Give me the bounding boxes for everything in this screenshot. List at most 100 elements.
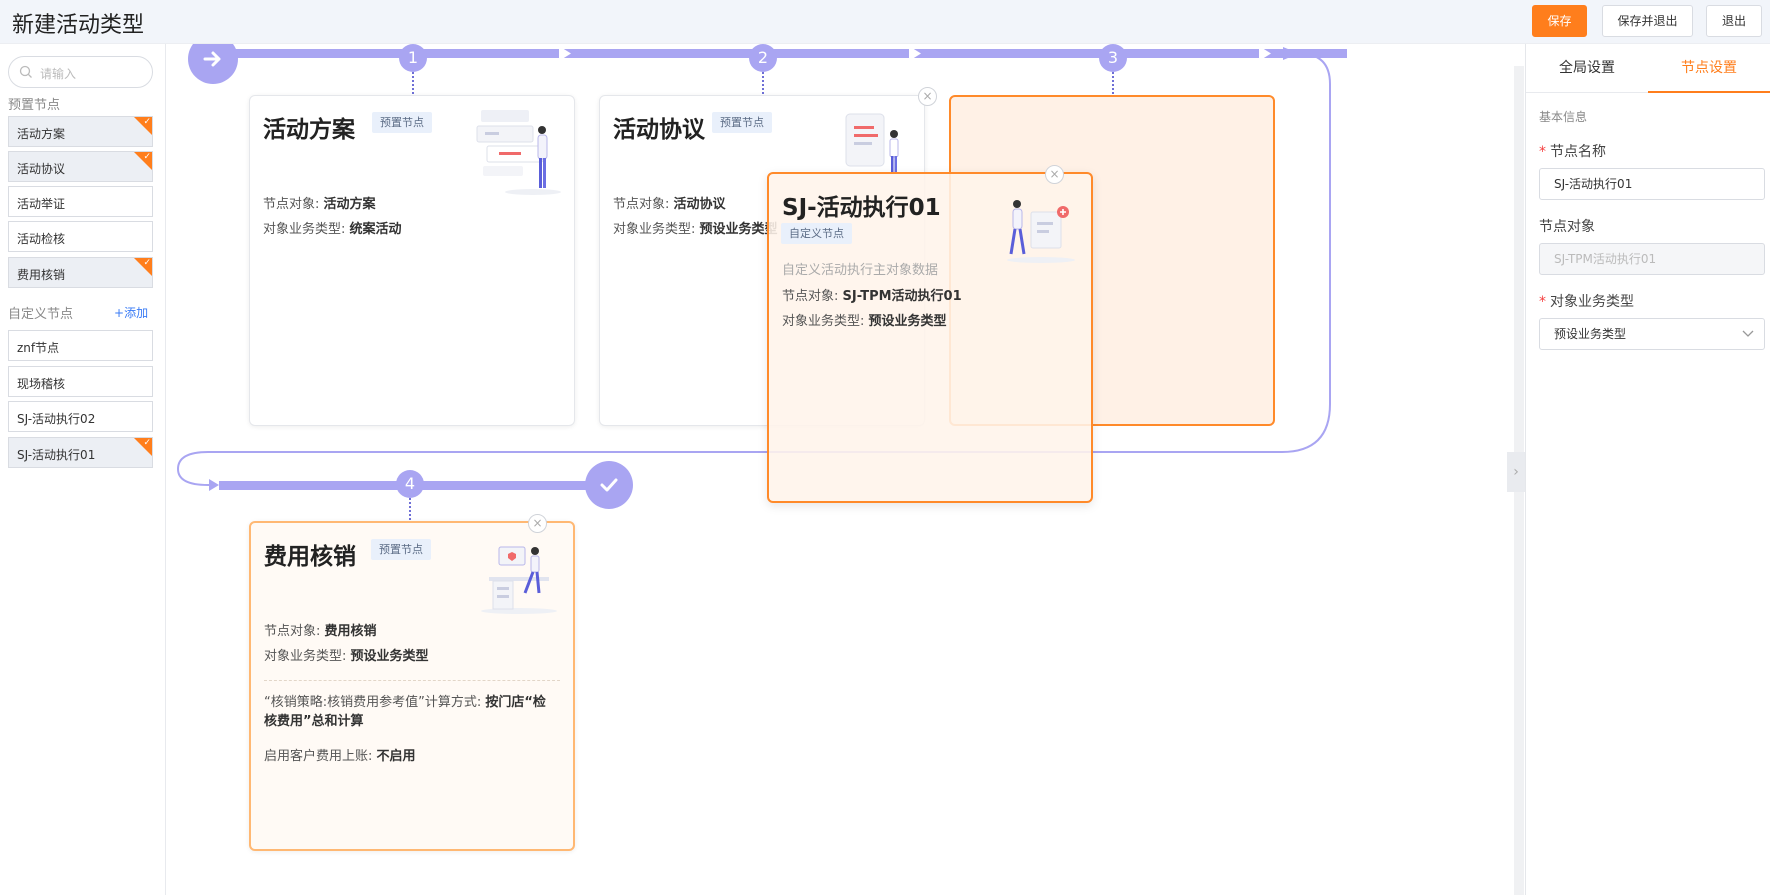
header: 新建活动类型 保存 保存并退出 退出 (0, 0, 1770, 44)
strategy-value-line1: 按门店“检 (485, 695, 546, 710)
card-title: SJ-活动执行01 (782, 195, 941, 221)
step-number: 4 (396, 470, 424, 498)
node-item-label: 活动举证 (17, 197, 66, 211)
business-type-label: 对象业务类型: (782, 314, 865, 329)
flow-node-card[interactable]: 活动方案 预置节点 节点对象: 活动方案 对象业务类型: 统案活动 (249, 95, 575, 426)
business-type-value: 统案活动 (349, 222, 402, 237)
business-type-row: 对象业务类型: 预设业务类型 (264, 645, 429, 664)
node-object-value: 活动方案 (323, 197, 376, 212)
node-item-label: 活动方案 (17, 127, 66, 141)
expense-illustration (481, 546, 557, 614)
preset-node-item[interactable]: 活动协议 ✓ (8, 151, 153, 182)
strategy-label: “核销策略:核销费用参考值”计算方式: (264, 695, 482, 710)
custom-node-item[interactable]: SJ-活动执行01 ✓ (8, 437, 153, 468)
node-item-label: 活动检核 (17, 232, 66, 246)
save-and-exit-button[interactable]: 保存并退出 (1602, 5, 1693, 37)
search-icon (19, 65, 32, 78)
custom-node-item[interactable]: znf节点 (8, 330, 153, 361)
remove-node-button[interactable]: × (918, 87, 937, 106)
step-number: 1 (399, 44, 427, 72)
add-label: 添加 (124, 306, 149, 320)
node-item-label: 活动协议 (17, 162, 66, 176)
business-type-value: 预设业务类型 (350, 649, 429, 664)
node-item-label: 现场稽核 (17, 377, 66, 391)
end-circle (585, 461, 633, 509)
node-type-tag: 预置节点 (712, 112, 772, 133)
remove-node-button[interactable]: × (1045, 165, 1064, 184)
node-name-input[interactable]: SJ-活动执行01 (1539, 168, 1765, 200)
chevron-right-icon: › (1513, 464, 1519, 480)
node-item-label: znf节点 (17, 341, 60, 355)
node-library-sidebar: 请输入 预置节点 活动方案 ✓ 活动协议 ✓ 活动举证 活动检核 费用核销 ✓ … (0, 44, 166, 895)
custom-node-item[interactable]: 现场稽核 (8, 366, 153, 397)
add-custom-node-button[interactable]: +添加 (114, 304, 148, 321)
node-object-input: SJ-TPM活动执行01 (1539, 243, 1765, 275)
business-type-row: 对象业务类型: 预设业务类型 (782, 310, 947, 329)
business-type-selected: 预设业务类型 (1554, 327, 1627, 341)
node-object-row: 节点对象: 费用核销 (264, 620, 377, 639)
card-title: 活动方案 (263, 117, 355, 143)
save-button[interactable]: 保存 (1532, 5, 1587, 37)
node-object-label: 节点对象: (263, 197, 320, 212)
business-type-value: 预设业务类型 (699, 222, 778, 237)
remove-node-button[interactable]: × (528, 514, 547, 533)
close-icon: × (922, 89, 933, 103)
close-icon: × (1049, 167, 1060, 181)
step-connector (409, 498, 411, 520)
corner-check-icon (134, 438, 152, 456)
exit-button[interactable]: 退出 (1706, 5, 1762, 37)
business-type-row: 对象业务类型: 统案活动 (263, 218, 402, 237)
settings-panel: 全局设置 节点设置 基本信息 *节点名称 SJ-活动执行01 节点对象 SJ-T… (1525, 44, 1770, 895)
preset-node-item[interactable]: 活动方案 ✓ (8, 116, 153, 147)
node-object-field-label: 节点对象 (1539, 219, 1595, 235)
chevron-down-icon (1742, 330, 1754, 337)
business-type-field-label: *对象业务类型 (1539, 294, 1634, 310)
node-object-value: 活动协议 (673, 197, 726, 212)
step-number: 3 (1099, 44, 1127, 72)
execution-illustration (1007, 200, 1075, 263)
planning-illustration (476, 110, 561, 195)
flow-canvas: 1 2 3 4 活动方案 预置节点 节点对象: 活动方案 对象业务类型: 统案活… (167, 44, 1525, 895)
preset-nodes-title: 预置节点 (8, 98, 61, 113)
step-number: 2 (749, 44, 777, 72)
agreement-illustration (845, 113, 899, 174)
node-name-label: *节点名称 (1539, 144, 1606, 160)
node-object-value: 费用核销 (324, 624, 377, 639)
node-description: 自定义活动执行主对象数据 (782, 263, 939, 278)
node-object-row: 节点对象: 活动协议 (613, 193, 726, 212)
arrow-right-icon (203, 51, 221, 67)
node-object-value: SJ-TPM活动执行01 (842, 289, 962, 304)
node-object-row: 节点对象: SJ-TPM活动执行01 (782, 285, 962, 304)
card-title: 活动协议 (613, 117, 705, 143)
card-title: 费用核销 (264, 544, 356, 570)
corner-check-icon (134, 152, 152, 170)
node-object-label: 节点对象: (613, 197, 670, 212)
corner-check-icon (134, 117, 152, 135)
business-type-select[interactable]: 预设业务类型 (1539, 318, 1765, 350)
preset-node-item[interactable]: 活动检核 (8, 221, 153, 252)
strategy-value-line2: 核费用”总和计算 (264, 714, 364, 729)
business-type-label: 对象业务类型: (263, 222, 346, 237)
node-type-tag: 预置节点 (371, 539, 431, 560)
node-object-label: 节点对象: (264, 624, 321, 639)
node-type-tag: 预置节点 (372, 112, 432, 133)
node-object-label: 节点对象: (782, 289, 839, 304)
plus-icon: + (114, 306, 125, 320)
preset-node-item[interactable]: 活动举证 (8, 186, 153, 217)
customer-limit-row: 启用客户费用上账: 不启用 (264, 745, 416, 764)
collapse-panel-button[interactable]: › (1507, 452, 1525, 492)
search-input[interactable]: 请输入 (8, 56, 153, 88)
write-off-strategy-row: “核销策略:核销费用参考值”计算方式: 按门店“检核费用”总和计算 (264, 693, 564, 731)
tab-node-settings[interactable]: 节点设置 (1648, 44, 1770, 93)
node-item-label: SJ-活动执行02 (17, 412, 96, 426)
close-icon: × (532, 516, 543, 530)
business-type-label: 对象业务类型: (264, 649, 347, 664)
preset-node-item[interactable]: 费用核销 ✓ (8, 257, 153, 288)
card-divider (264, 680, 560, 681)
flow-node-card[interactable]: 费用核销 预置节点 × 节点对象: 费用核销 对象业务类型: 预设业务类型 “核… (249, 514, 575, 851)
tab-global-settings[interactable]: 全局设置 (1526, 44, 1648, 93)
dragging-node-card[interactable]: SJ-活动执行01 自定义节点 × 自定义活动执行主对象数据 节点对象: SJ-… (767, 165, 1093, 503)
node-type-tag: 自定义节点 (781, 223, 852, 244)
custom-node-item[interactable]: SJ-活动执行02 (8, 401, 153, 432)
corner-check-icon (134, 258, 152, 276)
